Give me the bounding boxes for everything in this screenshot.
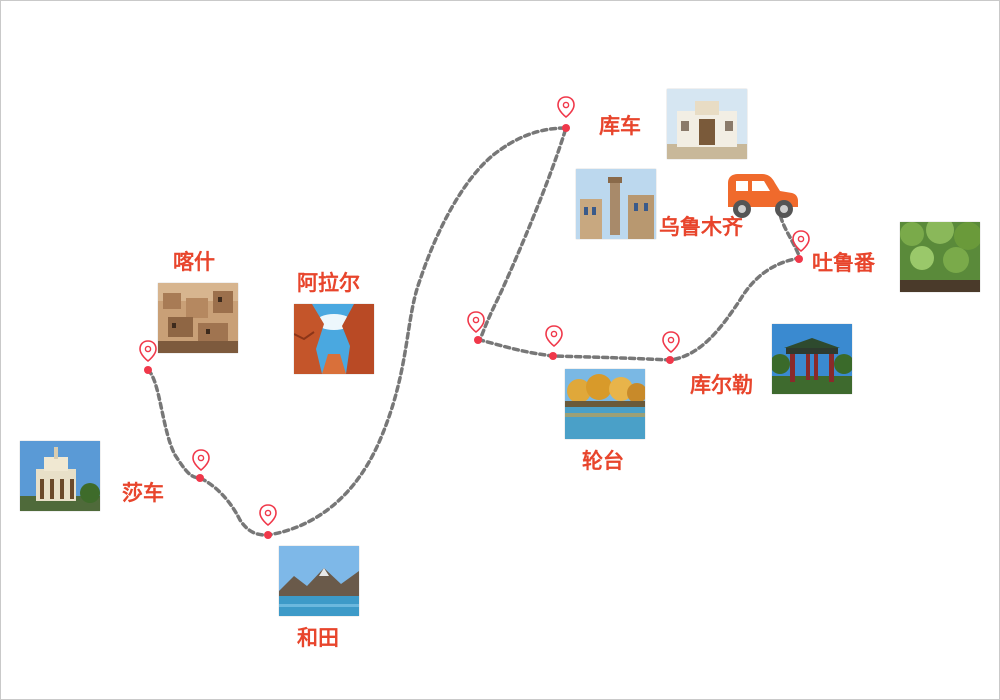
photo-kuqa bbox=[667, 89, 747, 159]
city-label-kuqa: 库车 bbox=[599, 114, 641, 138]
city-label-shache: 莎车 bbox=[122, 481, 164, 505]
route-dot bbox=[795, 255, 803, 263]
photo-korla bbox=[772, 324, 852, 394]
pin-hole bbox=[667, 336, 675, 344]
route-dot bbox=[549, 352, 557, 360]
city-label-kashgar: 喀什 bbox=[173, 250, 215, 274]
route-dot bbox=[562, 124, 570, 132]
map-pin-icon bbox=[662, 331, 680, 354]
pin-hole bbox=[797, 235, 805, 243]
city-label-korla: 库尔勒 bbox=[690, 373, 753, 397]
pin-korla[interactable] bbox=[662, 331, 680, 364]
route-line bbox=[146, 126, 803, 537]
pin-hole bbox=[197, 454, 205, 462]
photo-turpan bbox=[900, 222, 980, 292]
pin-hole bbox=[550, 330, 558, 338]
pin-shache[interactable] bbox=[192, 449, 210, 482]
city-label-turpan: 吐鲁番 bbox=[812, 251, 875, 275]
map-pin-icon bbox=[467, 311, 485, 334]
photo-urumqi bbox=[576, 169, 656, 239]
photo-shache bbox=[20, 441, 100, 511]
photo-alar bbox=[294, 304, 374, 374]
pin-junction[interactable] bbox=[467, 311, 485, 344]
route-dot bbox=[264, 531, 272, 539]
car-icon bbox=[724, 171, 800, 219]
pin-hole bbox=[144, 345, 152, 353]
route-dot bbox=[666, 356, 674, 364]
pin-hole bbox=[472, 316, 480, 324]
photo-hetian bbox=[279, 546, 359, 616]
city-label-hetian: 和田 bbox=[297, 626, 339, 650]
city-label-urumqi: 乌鲁木齐 bbox=[659, 215, 743, 239]
map-pin-icon bbox=[557, 96, 575, 119]
pin-turpan[interactable] bbox=[792, 230, 810, 263]
city-label-alar: 阿拉尔 bbox=[297, 271, 360, 295]
pin-hetian[interactable] bbox=[259, 504, 277, 539]
map-pin-icon bbox=[139, 340, 157, 363]
photo-kashgar bbox=[158, 283, 238, 353]
route-dot bbox=[196, 474, 204, 482]
map-pin-icon bbox=[792, 230, 810, 253]
route-dot bbox=[474, 336, 482, 344]
pin-kuqa[interactable] bbox=[557, 96, 575, 132]
map-pin-icon bbox=[192, 449, 210, 472]
pin-hole bbox=[562, 101, 570, 109]
map-pin-icon bbox=[545, 325, 563, 348]
route-dot bbox=[144, 366, 152, 374]
map-pin-icon bbox=[259, 504, 277, 527]
pin-hole bbox=[264, 509, 272, 517]
city-label-luntai: 轮台 bbox=[582, 449, 624, 473]
photo-luntai bbox=[565, 369, 645, 439]
pin-kashgar[interactable] bbox=[139, 340, 157, 374]
pin-luntai[interactable] bbox=[545, 325, 563, 360]
